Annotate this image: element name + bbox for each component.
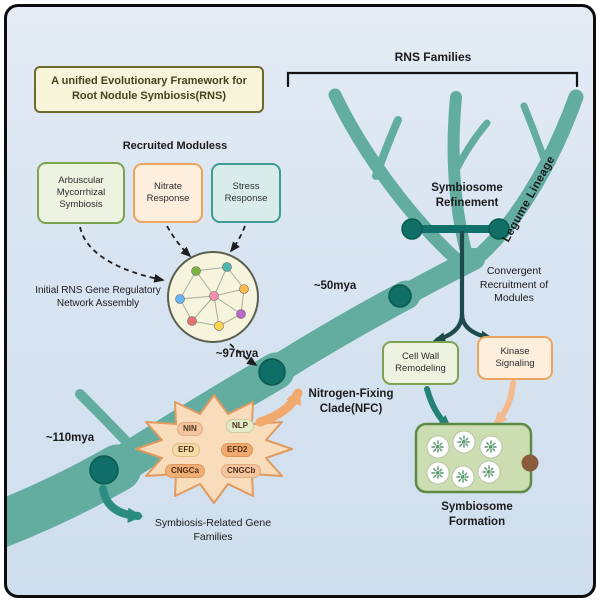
timeline-label-97mya: ~97mya (215, 348, 259, 360)
timeline-label-50mya: ~50mya (313, 280, 357, 292)
kinase-signaling-box: Kinase Signaling (477, 336, 553, 380)
module-box-stress-response: Stress Response (211, 163, 281, 223)
module-box-arbuscular-mycorrhizal-symbiosis: Arbuscular Mycorrhizal Symbiosis (37, 162, 125, 224)
diagram-background: A unified Evolutionary Framework for Roo… (4, 4, 596, 598)
cellwall-to-symbiosome-arrow (424, 386, 452, 429)
rns-families-bracket (286, 71, 579, 88)
divergence-nodes (89, 218, 510, 485)
convergent-recruitment-label: Convergent Recruitment of Modules (479, 265, 549, 305)
diagram-artwork (4, 71, 584, 548)
node-refinement-right (488, 218, 510, 240)
timeline-label-110mya: ~110mya (45, 432, 95, 444)
rns-families-label: RNS Families (394, 50, 472, 64)
framework-title-box: A unified Evolutionary Framework for Roo… (34, 66, 264, 113)
gene-families-starburst (135, 394, 293, 504)
module-label: Cell Wall Remodeling (395, 351, 446, 374)
module-recruitment-arrows (79, 225, 258, 366)
nfc-arrow (255, 388, 303, 427)
node-refinement-left (401, 218, 423, 240)
network-assembly-label: Initial RNS Gene Regulatory Network Asse… (35, 285, 161, 309)
recruited-modules-heading: Recruited Moduless (122, 140, 228, 152)
nitrogen-fixing-clade-label: Nitrogen-Fixing Clade(NFC) (308, 388, 394, 415)
module-box-nitrate-response: Nitrate Response (133, 163, 203, 223)
module-label: Kinase Signaling (495, 346, 535, 369)
gene-pill-efd: EFD (172, 443, 200, 457)
module-label: Arbuscular Mycorrhizal Symbiosis (56, 175, 106, 210)
symbiosome-formation-box (414, 422, 539, 494)
symbiosome-formation-label: Symbiosome Formation (441, 501, 513, 528)
gene-pill-efd2: EFD2 (221, 443, 254, 457)
gene-network-icon (167, 251, 259, 343)
symbiosis-gene-families-label: Symbiosis-Related Gene Families (154, 517, 272, 543)
module-label: Nitrate Response (146, 181, 190, 204)
node-110mya (89, 455, 119, 485)
gene-pill-cngca: CNGCa (165, 464, 206, 478)
node-50mya (388, 284, 412, 308)
gene-recruitment-arrow (99, 485, 144, 523)
node-97mya (258, 358, 286, 386)
gene-pill-nin: NIN (177, 422, 203, 436)
gene-pill-cngcb: CNGCb (221, 464, 262, 478)
kinase-to-symbiosome-arrow (493, 380, 516, 426)
refinement-connector (412, 225, 499, 343)
symbiosome-refinement-label: Symbiosome Refinement (431, 182, 503, 209)
symbiosome-brown-vesicle (521, 454, 539, 472)
cell-wall-remodeling-box: Cell Wall Remodeling (382, 341, 459, 385)
module-label: Stress Response (224, 181, 268, 204)
gene-pill-nlp: NLP (226, 419, 254, 433)
